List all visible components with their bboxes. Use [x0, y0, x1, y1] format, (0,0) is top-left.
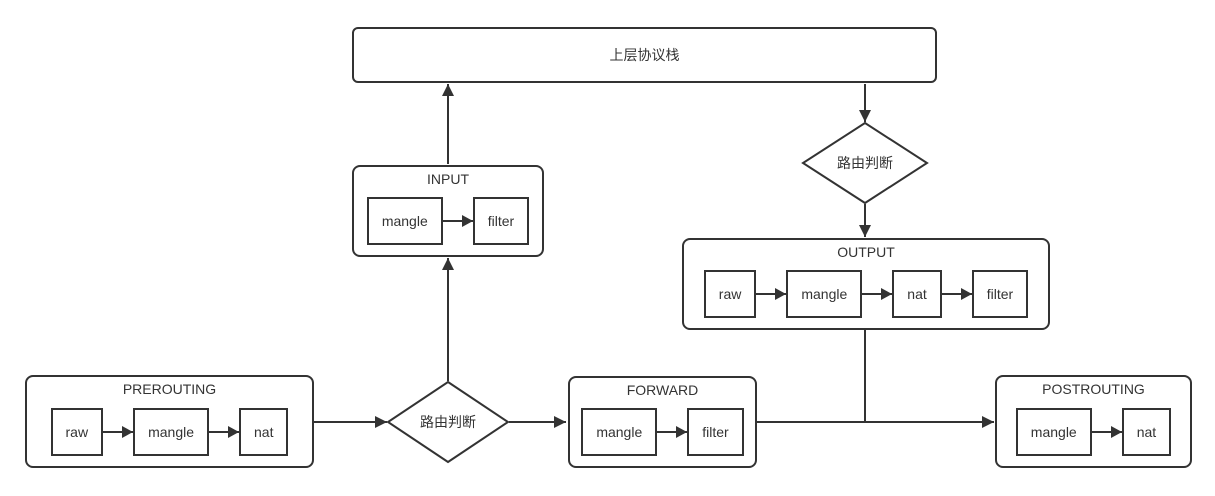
arrow-right-icon — [209, 430, 239, 433]
protocol-stack-box: 上层协议栈 — [352, 27, 937, 83]
input-table-filter: filter — [472, 197, 530, 245]
forward-table-filter: filter — [687, 408, 744, 456]
forward-table-mangle: mangle — [581, 408, 658, 456]
output-title: OUTPUT — [837, 244, 895, 260]
prerouting-table-mangle: mangle — [133, 407, 209, 456]
output-table-nat: nat — [892, 270, 942, 318]
prerouting-title: PREROUTING — [122, 381, 217, 397]
prerouting-table-nat: nat — [239, 407, 289, 456]
postrouting-table-nat: nat — [1121, 407, 1172, 456]
input-chain-row: mangle filter — [366, 187, 530, 255]
input-table-mangle: mangle — [366, 197, 443, 245]
prerouting-chain-node: PREROUTING raw mangle nat — [25, 375, 314, 468]
forward-chain-row: mangle filter — [581, 398, 744, 466]
arrow-right-icon — [756, 293, 787, 295]
arrow-right-icon — [442, 220, 473, 222]
arrow-right-icon — [657, 431, 688, 433]
arrow-right-icon — [1091, 430, 1122, 433]
output-table-raw: raw — [703, 270, 757, 318]
postrouting-table-mangle: mangle — [1015, 407, 1092, 456]
arrow-right-icon — [862, 293, 893, 295]
postrouting-title: POSTROUTING — [1042, 381, 1145, 397]
output-table-mangle: mangle — [786, 270, 863, 318]
output-table-filter: filter — [971, 270, 1029, 318]
prerouting-chain-row: raw mangle nat — [50, 397, 289, 466]
protocol-stack-label: 上层协议栈 — [609, 47, 680, 63]
forward-title: FORWARD — [626, 382, 699, 398]
postrouting-chain-node: POSTROUTING mangle nat — [995, 375, 1192, 468]
arrow-right-icon — [941, 293, 972, 295]
input-chain-node: INPUT mangle filter — [352, 165, 544, 257]
arrow-right-icon — [103, 430, 134, 433]
output-chain-node: OUTPUT raw mangle nat filter — [682, 238, 1050, 330]
output-chain-row: raw mangle nat filter — [703, 260, 1029, 328]
input-title: INPUT — [427, 171, 469, 187]
routing-decision-top-diamond — [801, 121, 929, 205]
routing-decision-top-label: 路由判断 — [837, 155, 893, 171]
postrouting-chain-row: mangle nat — [1015, 397, 1172, 466]
routing-decision-main-diamond — [386, 380, 510, 464]
routing-decision-main-label: 路由判断 — [420, 414, 476, 430]
forward-chain-node: FORWARD mangle filter — [568, 376, 757, 468]
prerouting-table-raw: raw — [50, 407, 104, 456]
